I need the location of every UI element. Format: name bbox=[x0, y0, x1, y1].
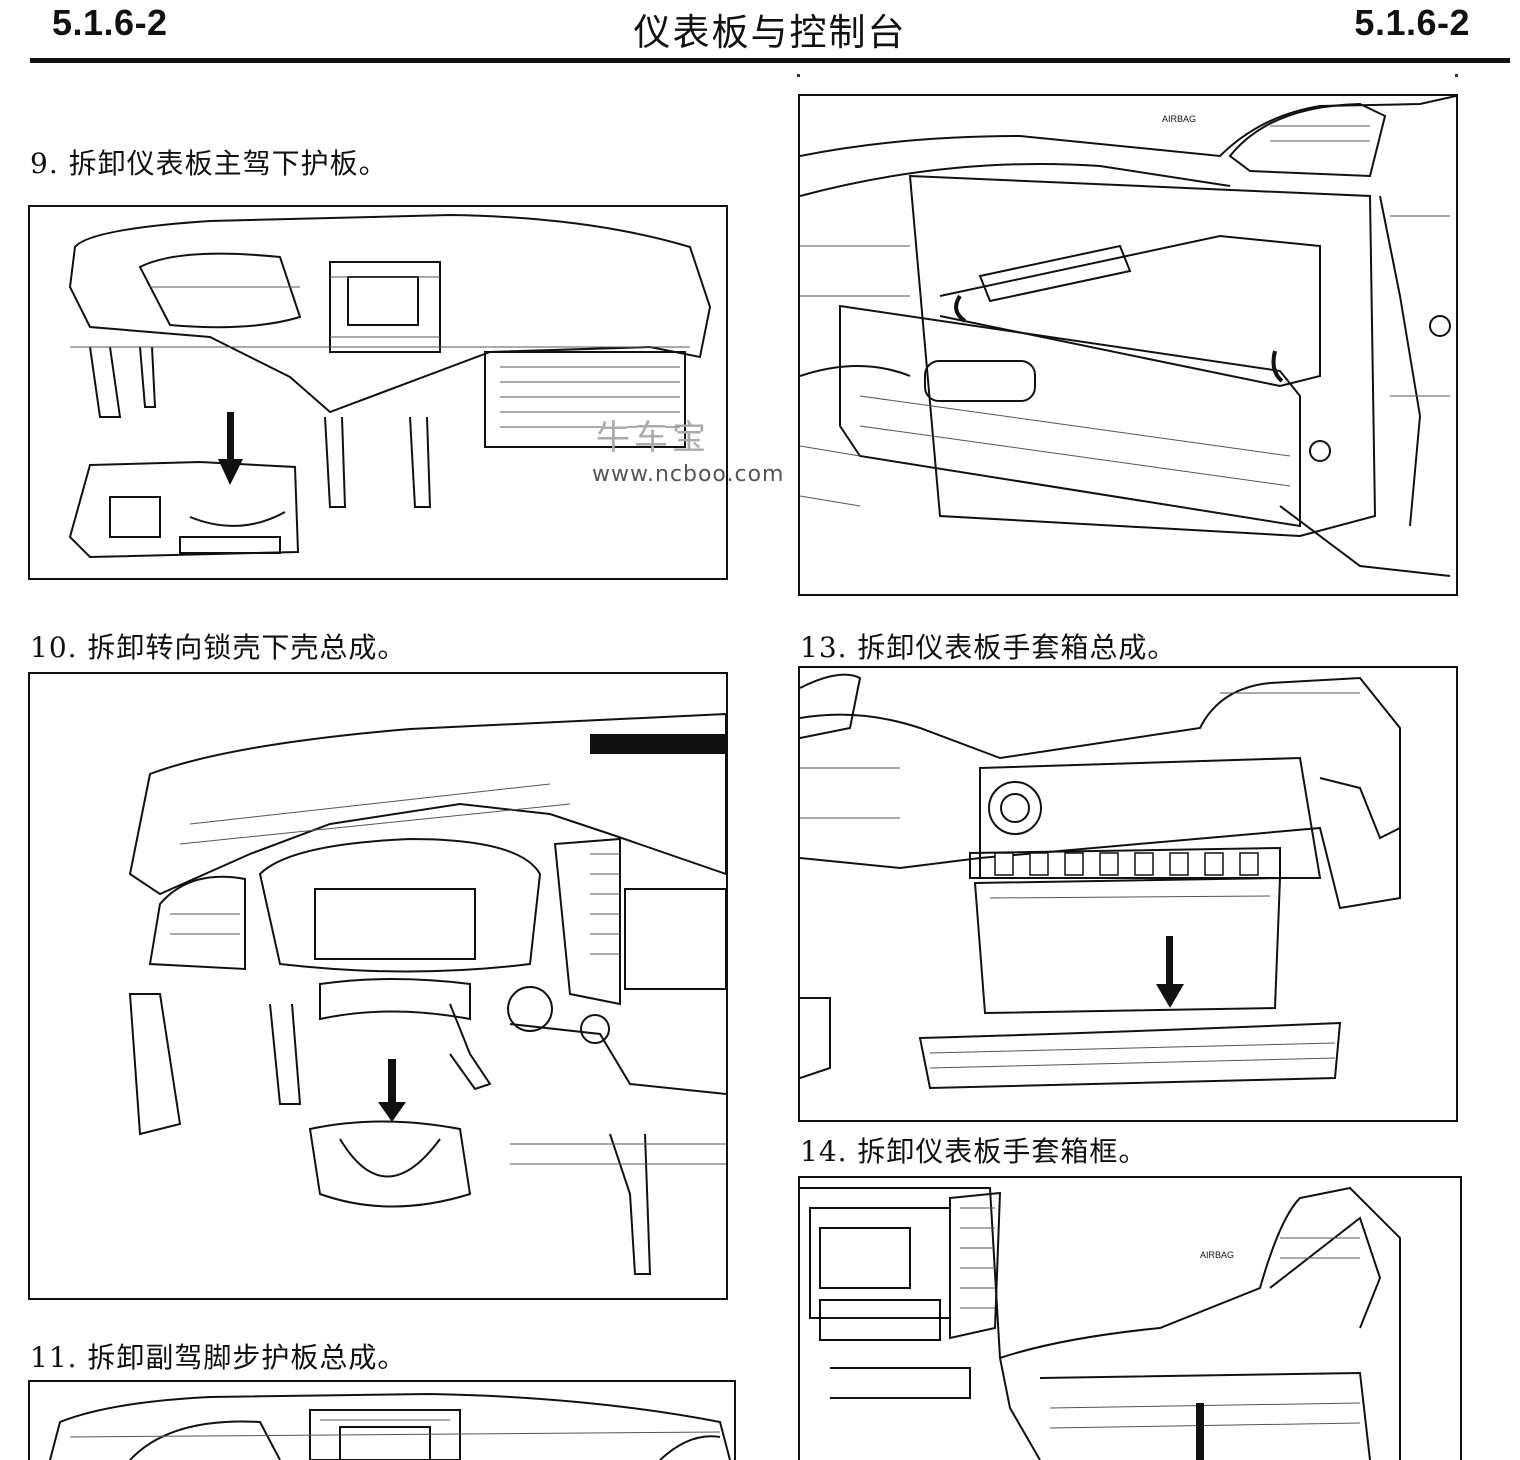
airbag-label: AIRBAG bbox=[1162, 114, 1196, 124]
step-11-text: 11. 拆卸副驾脚步护板总成。 bbox=[30, 1341, 407, 1374]
page-number-left: 5.1.6-2 bbox=[52, 2, 168, 43]
figure-step-13 bbox=[798, 666, 1458, 1122]
airbag-label: AIRBAG bbox=[1200, 1250, 1234, 1260]
glovebox-frame-illustration: AIRBAG bbox=[800, 1186, 1401, 1460]
glovebox-open-illustration: AIRBAG bbox=[800, 96, 1456, 577]
step-14-text: 14. 拆卸仪表板手套箱框。 bbox=[800, 1135, 1148, 1168]
passenger-footrest-cover-illustration bbox=[49, 1392, 731, 1460]
figure-step-11 bbox=[28, 1380, 736, 1460]
step-13-text: 13. 拆卸仪表板手套箱总成。 bbox=[800, 631, 1177, 664]
glovebox-assembly-illustration bbox=[800, 673, 1401, 1090]
figure-step-12: AIRBAG bbox=[798, 94, 1458, 596]
section-title: 仪表板与控制台 bbox=[633, 11, 907, 54]
dashboard-lower-cover-illustration bbox=[68, 213, 712, 559]
watermark-logo: 牛车宝 bbox=[596, 418, 710, 458]
figure-step-10 bbox=[28, 672, 728, 1300]
print-mark bbox=[1455, 74, 1458, 77]
steering-lock-shell-illustration bbox=[128, 712, 726, 1275]
step-10-text: 10. 拆卸转向锁壳下壳总成。 bbox=[30, 631, 407, 664]
page-number-right: 5.1.6-2 bbox=[1354, 2, 1470, 43]
print-mark bbox=[797, 74, 800, 77]
step-9-text: 9. 拆卸仪表板主驾下护板。 bbox=[30, 147, 388, 180]
watermark-url: www.ncboo.com bbox=[592, 462, 785, 487]
figure-step-14: AIRBAG bbox=[798, 1176, 1462, 1460]
figure-step-9 bbox=[28, 205, 728, 580]
page-header: 5.1.6-2 仪表板与控制台 5.1.6-2 bbox=[30, 0, 1510, 63]
